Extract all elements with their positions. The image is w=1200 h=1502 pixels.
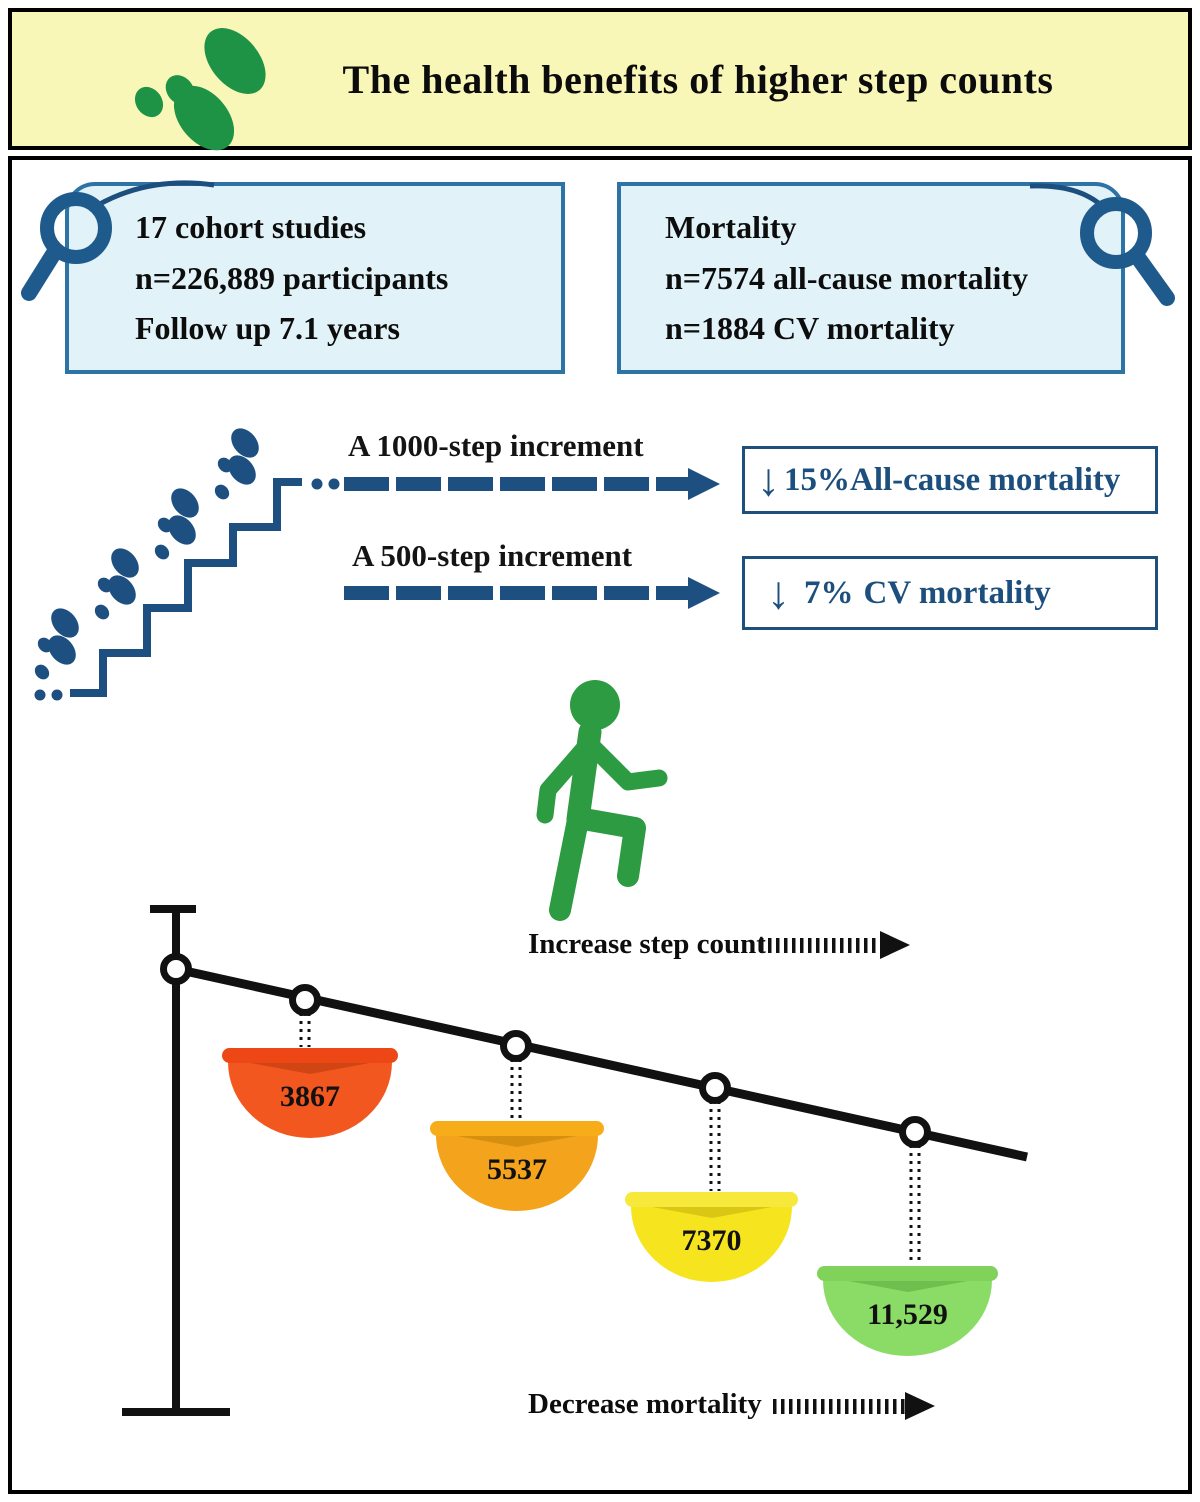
decrease-arrow: [773, 1399, 905, 1414]
pan-7370: 7370: [625, 1192, 798, 1282]
mortality-line-1: Mortality: [665, 209, 797, 246]
pan-value: 5537: [487, 1153, 547, 1186]
blue-footprints: [34, 428, 259, 680]
pole: [172, 905, 180, 1412]
magnifier-icon-left: [21, 180, 215, 301]
all-cause-outcome: All-cause mortality: [850, 461, 1121, 498]
cohort-summary-box: 17 cohort studies n=226,889 participants…: [65, 182, 565, 374]
increase-arrow: [760, 938, 880, 953]
decrease-mortality-label: Decrease mortality: [528, 1388, 762, 1420]
increment-500-label: A 500-step increment: [352, 538, 633, 573]
down-arrow-icon: ↓: [767, 567, 790, 618]
walking-person-icon: [536, 680, 668, 921]
cohort-line-1: 17 cohort studies: [135, 209, 367, 246]
beam-pivot-circles: [160, 953, 931, 1148]
pan-3867: 3867: [222, 1048, 398, 1138]
all-cause-result-box: ↓ 15% All-cause mortality: [742, 446, 1158, 514]
balance-beam: [122, 905, 1028, 1416]
increment-500-arrow: [344, 586, 690, 600]
page-title: The health benefits of higher step count…: [342, 56, 1054, 102]
magnifier-icon-right: [1029, 183, 1175, 306]
increment-500-arrowhead: [688, 577, 720, 609]
cv-percent: 7%: [804, 574, 854, 611]
cv-result-box: ↓ 7% CV mortality: [742, 556, 1158, 630]
hanger-dotted-lines: [299, 1013, 921, 1265]
stairs-footprints-art: [34, 428, 340, 701]
increase-step-label: Increase step count: [528, 928, 766, 960]
decrease-arrowhead: [905, 1392, 935, 1420]
pan-value: 7370: [681, 1224, 742, 1257]
pan-value: 11,529: [867, 1298, 948, 1331]
pan-value: 3867: [279, 1080, 340, 1113]
increment-1000-label: A 1000-step increment: [348, 428, 644, 463]
pole-base-bar: [122, 1408, 230, 1416]
cohort-line-2: n=226,889 participants: [135, 259, 449, 296]
pan-11529: 11,529: [817, 1266, 998, 1356]
increase-arrowhead: [880, 931, 910, 959]
all-cause-percent: 15%: [784, 461, 850, 498]
increment-1000-arrow: [344, 477, 690, 491]
mortality-line-3: n=1884 CV mortality: [665, 310, 955, 347]
cohort-line-3: Follow up 7.1 years: [135, 310, 400, 347]
pan-5537: 5537: [430, 1121, 604, 1211]
down-arrow-icon: ↓: [757, 454, 780, 505]
green-footprints-icon: [134, 28, 266, 151]
mortality-summary-box: Mortality n=7574 all-cause mortality n=1…: [617, 182, 1125, 374]
cv-outcome: CV mortality: [863, 574, 1051, 611]
title-banner: The health benefits of higher step count…: [8, 8, 1192, 151]
mortality-line-2: n=7574 all-cause mortality: [665, 259, 1029, 296]
increment-1000-arrowhead: [688, 468, 720, 500]
stair-dots: [34, 478, 340, 701]
